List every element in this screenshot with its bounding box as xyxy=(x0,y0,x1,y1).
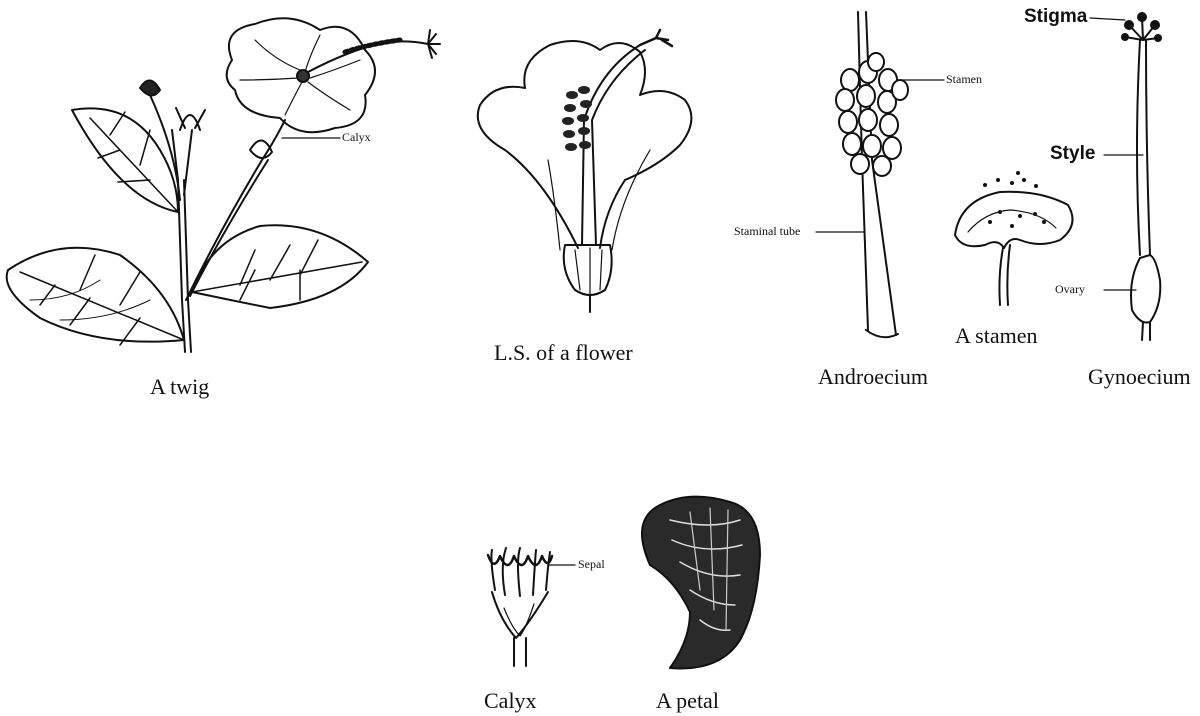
caption-androecium: Androecium xyxy=(818,364,928,390)
caption-calyx: Calyx xyxy=(484,688,537,714)
ls-flower-illustration xyxy=(478,30,692,312)
caption-gynoecium: Gynoecium xyxy=(1088,364,1191,390)
caption-ls-flower: L.S. of a flower xyxy=(494,340,633,366)
caption-a-petal: A petal xyxy=(656,688,719,714)
label-stigma: Stigma xyxy=(1024,6,1087,28)
calyx-illustration xyxy=(488,548,575,666)
gynoecium-illustration xyxy=(1090,12,1162,340)
caption-a-stamen: A stamen xyxy=(955,323,1038,349)
twig-illustration xyxy=(7,18,440,352)
label-calyx: Calyx xyxy=(342,130,371,145)
label-style: Style xyxy=(1050,143,1095,165)
label-sepal: Sepal xyxy=(578,557,605,572)
label-ovary: Ovary xyxy=(1055,282,1085,297)
label-staminal-tube: Staminal tube xyxy=(734,224,800,239)
petal-illustration xyxy=(642,497,760,669)
androecium-illustration xyxy=(816,12,944,337)
caption-twig: A twig xyxy=(150,374,209,400)
label-stamen: Stamen xyxy=(946,72,982,87)
